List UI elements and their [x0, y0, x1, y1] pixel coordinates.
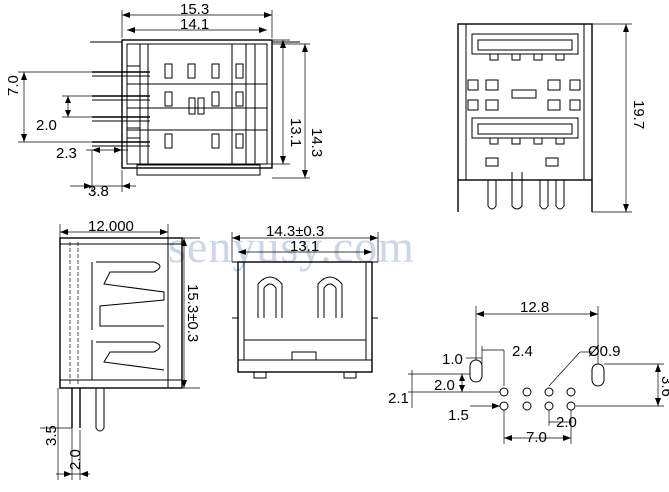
- dim-front-width: 14.3±0.3: [266, 223, 324, 240]
- dim-top-height-13-1: 13.1: [287, 118, 304, 147]
- footprint-holes: [469, 359, 605, 411]
- dim-top-width-outer: 15.3: [180, 1, 209, 18]
- dim-footprint-span: 12.8: [520, 299, 549, 316]
- front-latch-right: [317, 276, 343, 318]
- dim-side-depth: 12.000: [88, 218, 134, 235]
- dim-side-pin-2-0: 2.0: [67, 449, 84, 470]
- dim-footprint-1-0: 1.0: [442, 351, 463, 368]
- dual-view-body: [457, 23, 593, 181]
- dim-top-height-14-3: 14.3: [308, 128, 325, 157]
- dim-pin-length: 3.8: [88, 183, 109, 200]
- side-upper-spring: [96, 261, 165, 327]
- side-leg: [95, 388, 105, 432]
- top-view-pins: [92, 71, 150, 147]
- top-view-contacts: [126, 63, 244, 149]
- dim-pin-pitch: 2.0: [36, 117, 57, 134]
- dim-footprint-7-0: 7.0: [526, 429, 547, 446]
- side-view: 12.000 15.3±0.3 3.5 2.0: [40, 218, 201, 480]
- dim-front-inner: 13.1: [290, 238, 319, 255]
- front-dual-view: 19.7: [457, 23, 647, 213]
- dim-pin-span: 7.0: [5, 75, 22, 96]
- top-view-inner-frame: [126, 43, 268, 165]
- pcb-footprint: 12.8 1.0 2.4 Ø0.9 2.0 2.1 1.5 7.0: [388, 299, 669, 446]
- dim-footprint-2-0a: 2.0: [434, 377, 455, 394]
- top-view-bottom-lip: [136, 164, 261, 176]
- lower-port: [471, 117, 579, 139]
- side-view-body: [59, 237, 183, 389]
- watermark: senyusy.com: [168, 221, 415, 272]
- dim-top-width-inner: 14.1: [180, 16, 209, 33]
- dim-side-pin-3-5: 3.5: [43, 425, 60, 446]
- dim-footprint-3-6: 3.6: [658, 376, 669, 397]
- side-lower-spring: [96, 341, 165, 371]
- dim-footprint-2-1: 2.1: [388, 390, 409, 407]
- upper-port: [471, 33, 579, 55]
- front-latch-left: [257, 276, 283, 318]
- top-view: 15.3 14.1 13.1 14.3 7.0 2.0: [5, 1, 325, 200]
- front-single-view: 14.3±0.3 13.1: [231, 223, 379, 379]
- dim-pin-offset: 2.3: [56, 145, 77, 162]
- top-view-body: [121, 39, 273, 169]
- front-center-slot: [291, 351, 317, 361]
- dim-footprint-2-4: 2.4: [512, 343, 533, 360]
- dim-footprint-hole: Ø0.9: [588, 343, 621, 360]
- dim-footprint-2-0b: 2.0: [556, 414, 577, 431]
- dim-footprint-1-5: 1.5: [448, 407, 469, 424]
- dim-dual-height: 19.7: [630, 100, 647, 129]
- dim-side-height: 15.3±0.3: [184, 284, 201, 342]
